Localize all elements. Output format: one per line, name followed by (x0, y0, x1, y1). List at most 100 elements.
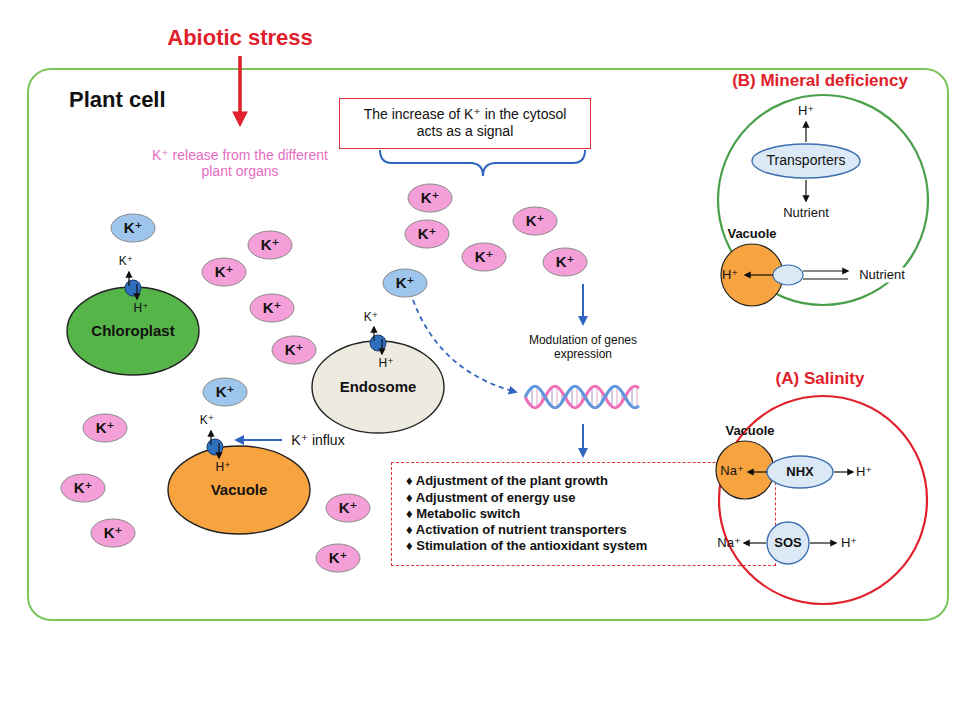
node-label: NHX (786, 464, 813, 480)
flow-arrow (582, 424, 584, 456)
node-label: K⁺ (216, 383, 235, 402)
node-label: Endosome (340, 378, 417, 397)
flow-arrow (582, 284, 584, 324)
outline (767, 522, 809, 564)
ion-bubble: K⁺ (60, 473, 106, 503)
organelle: Vacuole (167, 445, 311, 535)
node-label: K⁺ (261, 236, 280, 255)
ion-arrow (803, 270, 848, 271)
ion-label: H⁺ (856, 465, 872, 480)
ion-arrow (834, 471, 853, 472)
outline (248, 231, 292, 259)
heading: (B) Mineral deficiency (700, 70, 940, 91)
ion-arrow (805, 180, 806, 201)
node-label: K⁺ (475, 248, 494, 267)
ion-bubble: K⁺ (407, 183, 453, 213)
ion-bubble: K⁺ (249, 293, 295, 323)
node-label: K⁺ (104, 524, 123, 543)
transporter-symbol (773, 265, 803, 285)
ion-bubble: K⁺ (512, 206, 558, 236)
outline (91, 519, 135, 547)
base-pair (636, 387, 637, 408)
outline (462, 243, 506, 271)
base-pair (556, 387, 557, 408)
ion-arrow (128, 272, 129, 286)
ion-label: K⁺ (119, 255, 133, 269)
process-note: Modulation of genes expression (513, 334, 653, 362)
ion-bubble: K⁺ (110, 213, 156, 243)
ion-label: H⁺ (798, 104, 814, 119)
ion-label: Na⁺ (720, 464, 743, 479)
ion-arrow (381, 339, 382, 354)
ion-bubble: K⁺ (201, 257, 247, 287)
ion-bubble: K⁺ (315, 543, 361, 573)
outline (111, 214, 155, 242)
heading: Vacuole (712, 226, 792, 242)
outline (67, 287, 199, 375)
base-pair (576, 387, 577, 408)
outline (767, 456, 833, 488)
bullet-item: ♦ Activation of nutrient transporters (406, 522, 627, 538)
node-label: K⁺ (74, 479, 93, 498)
node-label: K⁺ (339, 499, 358, 518)
outline (316, 544, 360, 572)
dna-strand (525, 386, 639, 408)
base-pair (611, 387, 612, 407)
node-label: Chloroplast (91, 322, 174, 341)
bullet-item: ♦ Adjustment of energy use (406, 490, 575, 506)
outline (202, 258, 246, 286)
dna-strand (525, 386, 639, 408)
ion-arrow (373, 327, 374, 341)
ion-arrow (136, 284, 137, 299)
outline (513, 207, 557, 235)
bullet-item: ♦ Metabolic switch (406, 506, 520, 522)
stress-arrow (238, 56, 242, 124)
bullet-item: ♦ Stimulation of the antioxidant system (406, 538, 647, 554)
antiporter: SOS (766, 521, 810, 565)
ion-bubble: K⁺ (461, 242, 507, 272)
ion-bubble: K⁺ (247, 230, 293, 260)
process-note: K⁺ release from the different plant orga… (140, 147, 340, 179)
transporter-dot (125, 280, 141, 296)
ion-arrow (210, 431, 211, 445)
bullet-item: ♦ Adjustment of the plant growth (406, 473, 608, 489)
organelle: Endosome (311, 340, 445, 434)
signal-box: The increase of K⁺ in the cytosol acts a… (339, 98, 591, 149)
flux-label: K⁺ influx (291, 432, 344, 448)
outline (326, 494, 370, 522)
node-label: K⁺ (556, 253, 575, 272)
bracket (380, 150, 585, 176)
outline (272, 336, 316, 364)
ion-bubble: K⁺ (202, 377, 248, 407)
ion-label: K⁺ (364, 311, 378, 325)
influx-arrow (236, 439, 282, 441)
ion-arrow (218, 443, 219, 458)
node-label: K⁺ (124, 219, 143, 238)
ion-label: Nutrient (857, 268, 907, 283)
transporter-dot (207, 439, 223, 455)
base-pair (536, 387, 537, 408)
base-pair (616, 387, 617, 408)
outline (203, 378, 247, 406)
node-label: K⁺ (96, 419, 115, 438)
node-label: K⁺ (421, 189, 440, 208)
node-label: K⁺ (263, 299, 282, 318)
node-label: K⁺ (285, 341, 304, 360)
ion-label: K⁺ (200, 414, 214, 428)
node-label: Transporters (767, 152, 846, 170)
outline (312, 341, 444, 433)
base-pair (591, 387, 592, 407)
outline (83, 414, 127, 442)
node-label: K⁺ (418, 225, 437, 244)
ion-bubble: K⁺ (82, 413, 128, 443)
node-label: K⁺ (396, 274, 415, 293)
ion-bubble: K⁺ (90, 518, 136, 548)
transporter-symbol (125, 272, 386, 458)
heading: Plant cell (69, 86, 166, 114)
ion-arrow (810, 542, 836, 543)
node-label: K⁺ (526, 212, 545, 231)
node-label: SOS (774, 535, 801, 551)
node-label: The increase of K⁺ in the cytosol acts a… (353, 106, 577, 141)
outline (168, 446, 310, 534)
outline (405, 220, 449, 248)
